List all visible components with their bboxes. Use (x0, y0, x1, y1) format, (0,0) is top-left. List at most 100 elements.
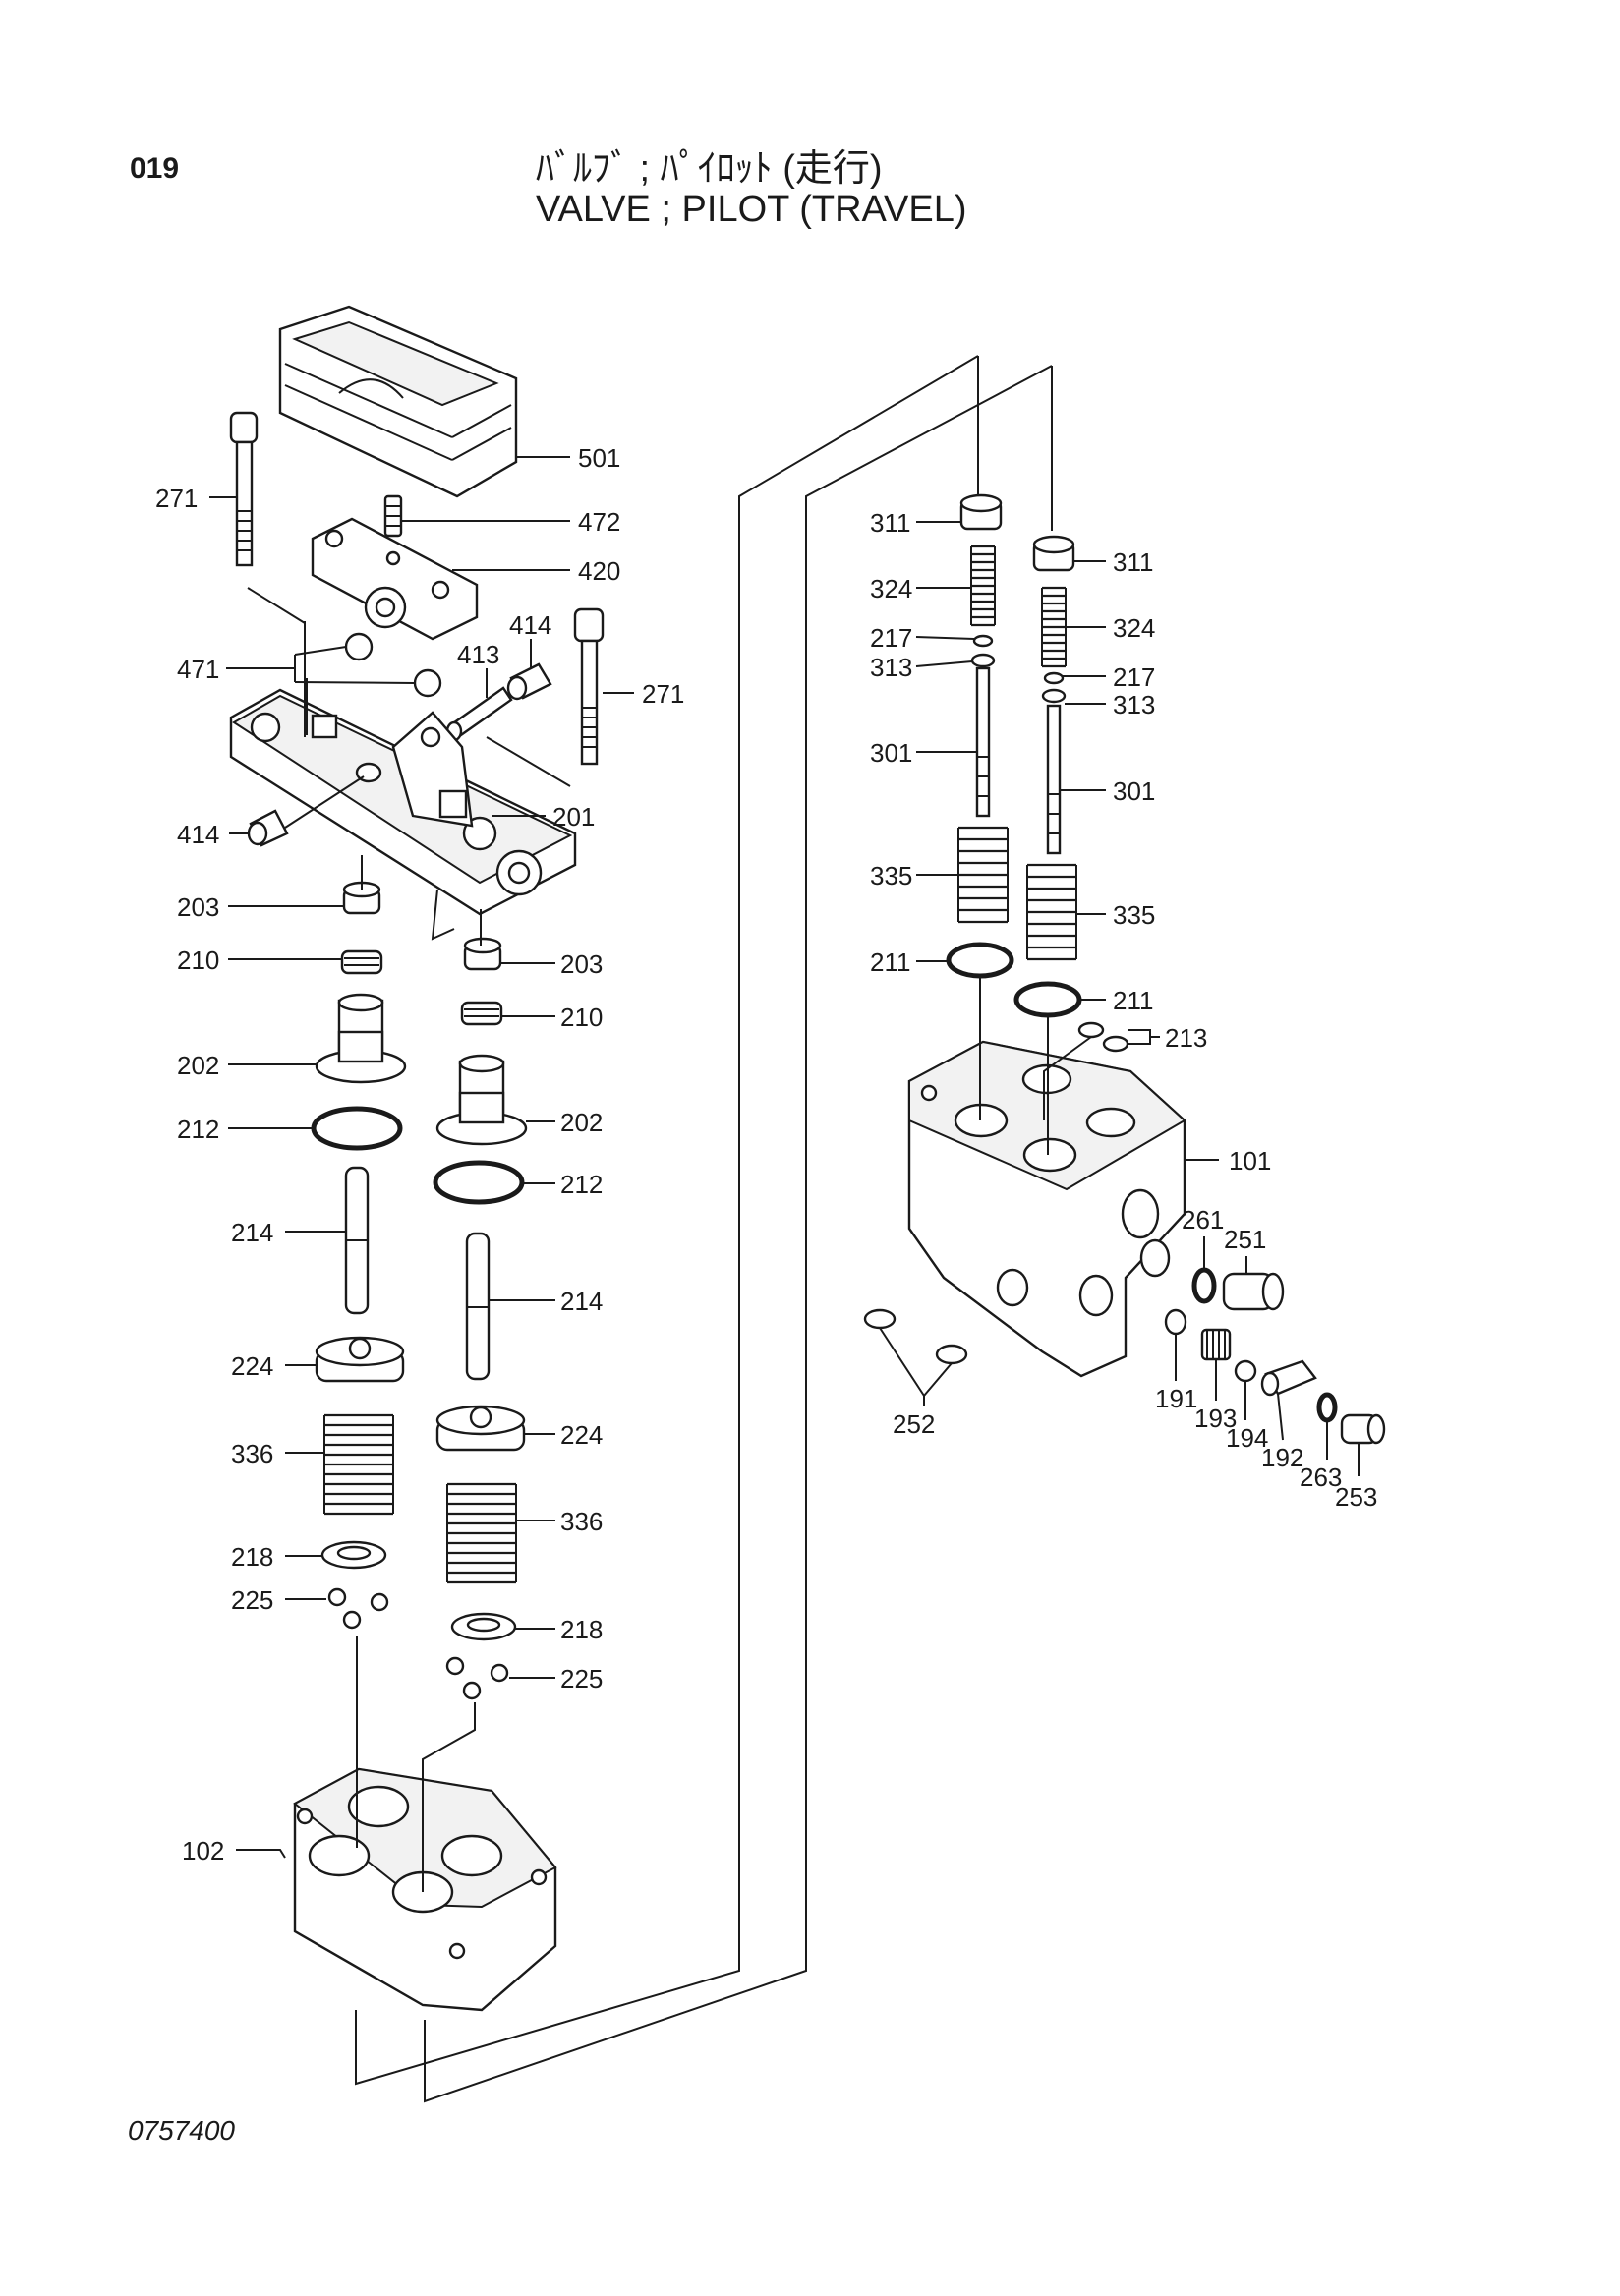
callout-271-left: 271 (155, 484, 198, 513)
part-211-oring-right (1013, 981, 1082, 1018)
callout-217-right: 217 (1113, 662, 1155, 692)
callout-217-left: 217 (870, 623, 912, 653)
part-252-plugs (863, 1308, 968, 1365)
callout-324-left: 324 (870, 574, 912, 603)
part-218-left (320, 1540, 387, 1570)
callout-218-right: 218 (560, 1615, 603, 1644)
callout-335-left: 335 (870, 861, 912, 890)
part-311-right (1032, 535, 1075, 572)
part-251-plug (1222, 1272, 1285, 1311)
part-201-casing (229, 688, 577, 916)
callout-336-left: 336 (231, 1439, 273, 1468)
callout-414-left: 414 (177, 820, 219, 849)
callout-213: 213 (1165, 1023, 1207, 1053)
callout-301-left: 301 (870, 738, 912, 768)
callout-472: 472 (578, 507, 620, 537)
callout-261: 261 (1182, 1205, 1224, 1234)
part-311-left (959, 493, 1003, 531)
callout-225-left: 225 (231, 1585, 273, 1615)
page-number: 019 (130, 152, 180, 185)
part-224-left (315, 1336, 405, 1383)
part-210-left (340, 949, 383, 975)
part-271-bolt-right (573, 607, 605, 766)
right-column-center-lines (979, 976, 1092, 1155)
callout-102: 102 (182, 1836, 224, 1866)
part-225-balls-left (327, 1587, 389, 1630)
callout-225-right: 225 (560, 1664, 603, 1693)
part-225-balls-right (445, 1656, 509, 1700)
part-213-orings (1077, 1021, 1129, 1053)
callout-202-left: 202 (177, 1051, 219, 1080)
part-335-spring-left (957, 826, 1009, 924)
callout-335-right: 335 (1113, 900, 1155, 930)
callout-203-right: 203 (560, 949, 603, 979)
callout-labels: 501 472 420 271 414 413 271 471 201 414 … (155, 443, 1377, 1866)
callout-336-right: 336 (560, 1507, 603, 1536)
callout-218-left: 218 (231, 1542, 273, 1572)
part-501-boot (278, 305, 518, 498)
part-313-left (970, 653, 996, 668)
part-194-ball (1234, 1359, 1257, 1383)
part-413-pin (445, 686, 513, 742)
title-english: VALVE ; PILOT (TRAVEL) (536, 189, 967, 230)
callout-201: 201 (552, 802, 595, 832)
callout-413: 413 (457, 640, 499, 669)
callout-214-left: 214 (231, 1218, 273, 1247)
part-211-oring-left (946, 942, 1014, 979)
callout-271-right: 271 (642, 679, 684, 709)
part-313-right (1041, 688, 1067, 704)
callout-324-right: 324 (1113, 613, 1155, 643)
part-217-left (972, 634, 994, 648)
drawing-number: 0757400 (128, 2115, 236, 2146)
part-414-bushing-top (506, 662, 552, 701)
callout-471: 471 (177, 655, 219, 684)
title-japanese: ﾊﾞﾙﾌﾞ ; ﾊﾟｲﾛｯﾄ (走行) (536, 148, 883, 190)
callout-211-right: 211 (1113, 986, 1153, 1015)
part-335-spring-right (1026, 863, 1077, 961)
part-203-right (463, 937, 502, 971)
callout-leaders (209, 456, 1360, 1859)
callout-420: 420 (578, 556, 620, 586)
part-214-right (465, 1232, 491, 1381)
callout-202-right: 202 (560, 1108, 603, 1137)
callout-414-top: 414 (509, 610, 551, 640)
part-212-oring-left (311, 1106, 403, 1151)
part-261-oring (1191, 1267, 1217, 1304)
part-472-screw (383, 494, 403, 538)
part-191 (1164, 1308, 1187, 1336)
part-336-spring-right (446, 1482, 517, 1584)
callout-194: 194 (1226, 1423, 1268, 1453)
callout-191: 191 (1155, 1384, 1197, 1413)
part-218-right (450, 1612, 517, 1641)
callout-311-right: 311 (1113, 547, 1153, 577)
callout-212-left: 212 (177, 1115, 219, 1144)
callout-193: 193 (1194, 1404, 1237, 1433)
callout-301-right: 301 (1113, 776, 1155, 806)
part-301-spool-left (975, 666, 991, 818)
callout-251: 251 (1224, 1225, 1266, 1254)
callout-313-right: 313 (1113, 690, 1155, 719)
callout-252: 252 (893, 1409, 935, 1439)
part-210-right (460, 1001, 503, 1026)
part-336-spring-left (323, 1413, 394, 1516)
callout-224-left: 224 (231, 1351, 273, 1381)
callout-212-right: 212 (560, 1170, 603, 1199)
part-471-balls (344, 632, 442, 698)
callout-263: 263 (1300, 1463, 1342, 1492)
part-192-spool (1260, 1359, 1317, 1397)
part-214-left (344, 1166, 370, 1315)
part-224-right (435, 1405, 526, 1452)
part-102-body (293, 1767, 557, 2012)
callout-192: 192 (1261, 1443, 1303, 1472)
part-202-left (315, 993, 407, 1084)
part-271-bolt-left (229, 411, 259, 567)
part-202-right (435, 1054, 528, 1146)
callout-311-left: 311 (870, 508, 910, 538)
callout-253: 253 (1335, 1482, 1377, 1512)
callout-101: 101 (1229, 1146, 1271, 1176)
part-263-oring (1316, 1392, 1338, 1423)
part-414-bushing-left (247, 809, 289, 847)
part-324-left (970, 545, 996, 627)
callout-313-left: 313 (870, 653, 912, 682)
